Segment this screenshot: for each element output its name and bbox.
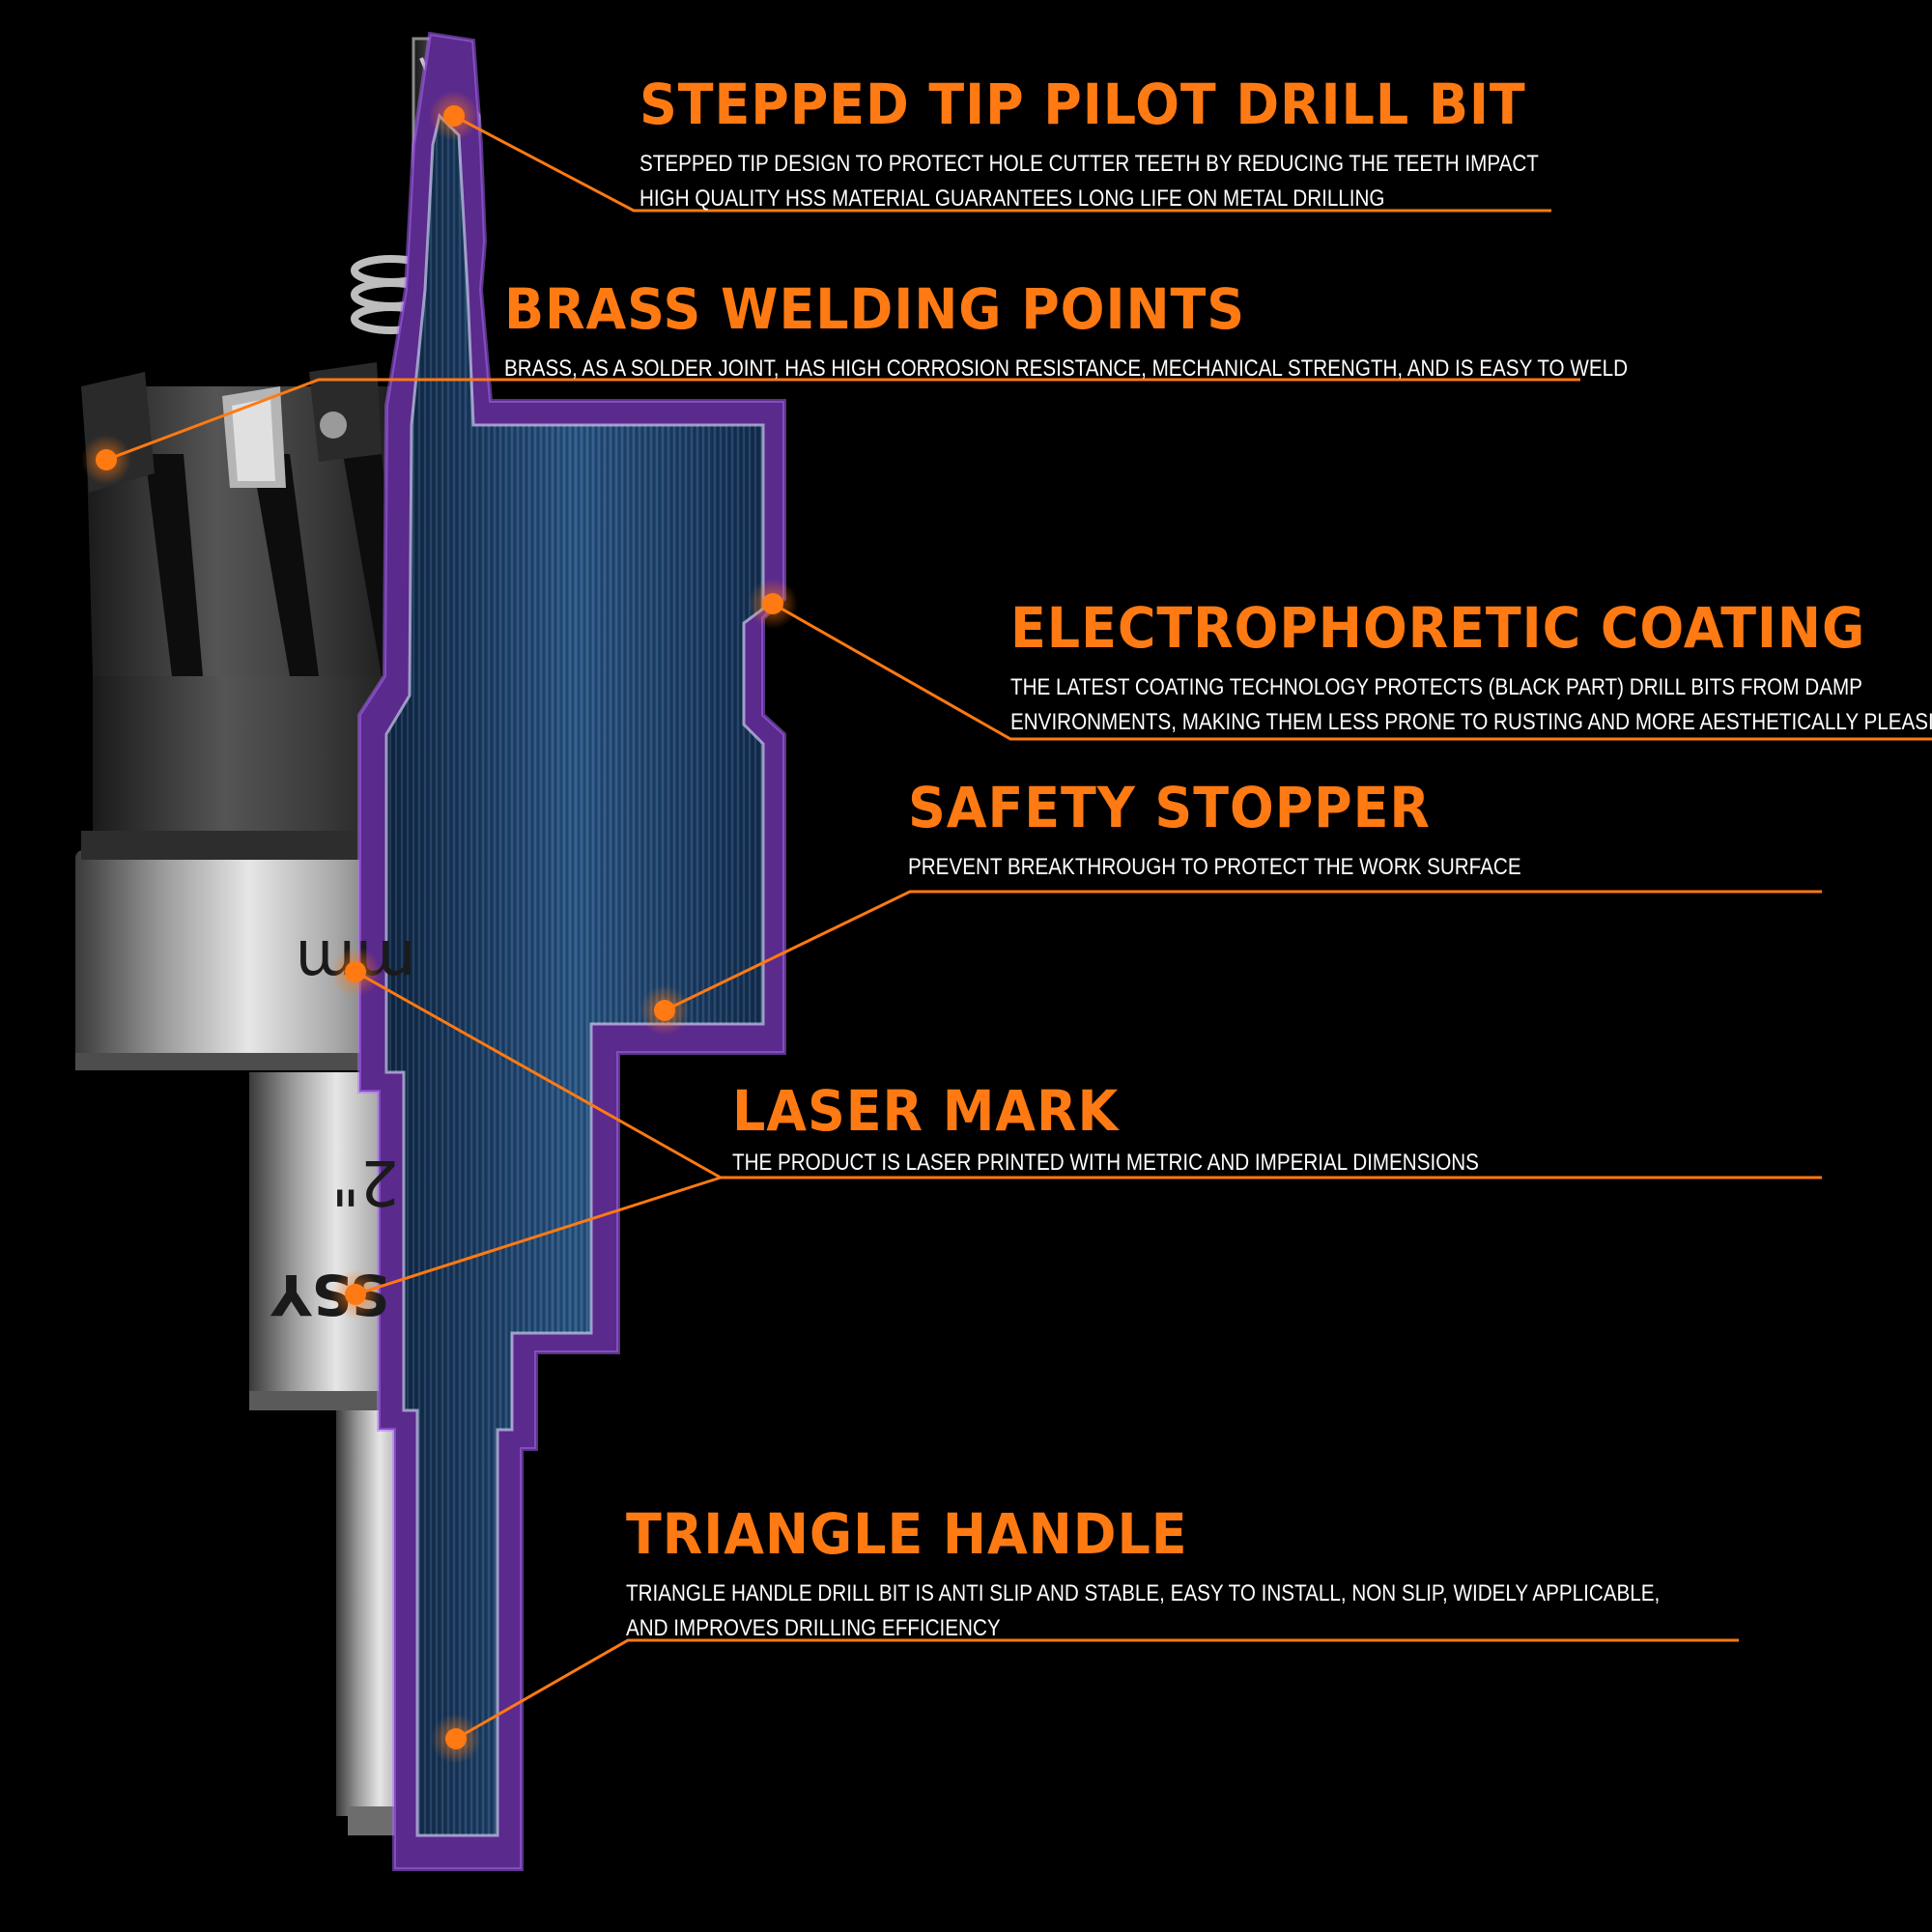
callout-dot-stepped-tip xyxy=(443,105,465,127)
engraving-lower-mark: 2" xyxy=(331,1146,399,1217)
feature-desc-line: THE LATEST COATING TECHNOLOGY PROTECTS (… xyxy=(1010,674,1862,700)
feature-description: BRASS, AS A SOLDER JOINT, HAS HIGH CORRO… xyxy=(504,352,1628,386)
callout-line-laser-mark-b xyxy=(355,1176,722,1296)
callout-dot-laser-mark-a xyxy=(345,961,366,982)
feature-title: TRIANGLE HANDLE xyxy=(626,1501,1188,1567)
feature-triangle-handle: TRIANGLE HANDLE TRIANGLE HANDLE DRILL BI… xyxy=(626,1503,1828,1646)
feature-laser-mark: LASER MARK THE PRODUCT IS LASER PRINTED … xyxy=(732,1080,1601,1180)
feature-title: SAFETY STOPPER xyxy=(908,775,1431,840)
feature-desc-line: HIGH QUALITY HSS MATERIAL GUARANTEES LON… xyxy=(639,185,1385,212)
feature-title: LASER MARK xyxy=(732,1078,1120,1144)
callout-line-coating xyxy=(772,602,1932,741)
feature-brass-welding: BRASS WELDING POINTS BRASS, AS A SOLDER … xyxy=(504,278,1810,386)
feature-description: THE LATEST COATING TECHNOLOGY PROTECTS (… xyxy=(1010,670,1932,740)
feature-stepped-tip: STEPPED TIP PILOT DRILL BIT STEPPED TIP … xyxy=(639,73,1685,216)
callout-dot-triangle-handle xyxy=(445,1728,467,1749)
callout-line-brass-welding xyxy=(105,378,1580,462)
callout-dot-safety-stopper xyxy=(654,1000,675,1021)
feature-safety-stopper: SAFETY STOPPER PREVENT BREAKTHROUGH TO P… xyxy=(908,777,1621,885)
feature-description: THE PRODUCT IS LASER PRINTED WITH METRIC… xyxy=(732,1146,1479,1180)
callout-dots xyxy=(81,91,798,1764)
upper-ring xyxy=(75,850,423,1070)
feature-title: ELECTROPHORETIC COATING xyxy=(1010,595,1866,661)
feature-title: BRASS WELDING POINTS xyxy=(504,276,1246,342)
feature-description: PREVENT BREAKTHROUGH TO PROTECT THE WORK… xyxy=(908,850,1521,885)
feature-electrophoretic-coating: ELECTROPHORETIC COATING THE LATEST COATI… xyxy=(1010,597,1932,740)
feature-desc-line: THE PRODUCT IS LASER PRINTED WITH METRIC… xyxy=(732,1150,1479,1176)
feature-desc-line: TRIANGLE HANDLE DRILL BIT IS ANTI SLIP A… xyxy=(626,1580,1661,1606)
callout-dot-coating xyxy=(762,593,783,614)
feature-description: TRIANGLE HANDLE DRILL BIT IS ANTI SLIP A… xyxy=(626,1577,1660,1646)
feature-desc-line: AND IMPROVES DRILLING EFFICIENCY xyxy=(626,1615,1001,1641)
feature-description: STEPPED TIP DESIGN TO PROTECT HOLE CUTTE… xyxy=(639,147,1539,216)
feature-desc-line: BRASS, AS A SOLDER JOINT, HAS HIGH CORRO… xyxy=(504,355,1628,382)
callout-lines xyxy=(105,114,1932,1741)
feature-title: STEPPED TIP PILOT DRILL BIT xyxy=(639,71,1526,137)
feature-desc-line: PREVENT BREAKTHROUGH TO PROTECT THE WORK… xyxy=(908,854,1521,880)
feature-desc-line: STEPPED TIP DESIGN TO PROTECT HOLE CUTTE… xyxy=(639,151,1539,177)
feature-desc-line: ENVIRONMENTS, MAKING THEM LESS PRONE TO … xyxy=(1010,709,1932,735)
steel-core-section xyxy=(384,113,765,1837)
callout-line-triangle-handle xyxy=(455,1638,1739,1741)
callout-dot-brass-welding xyxy=(96,449,117,470)
callout-line-stepped-tip xyxy=(453,114,1551,213)
callout-dot-laser-mark-b xyxy=(345,1284,366,1305)
callout-line-safety-stopper xyxy=(664,890,1822,1012)
